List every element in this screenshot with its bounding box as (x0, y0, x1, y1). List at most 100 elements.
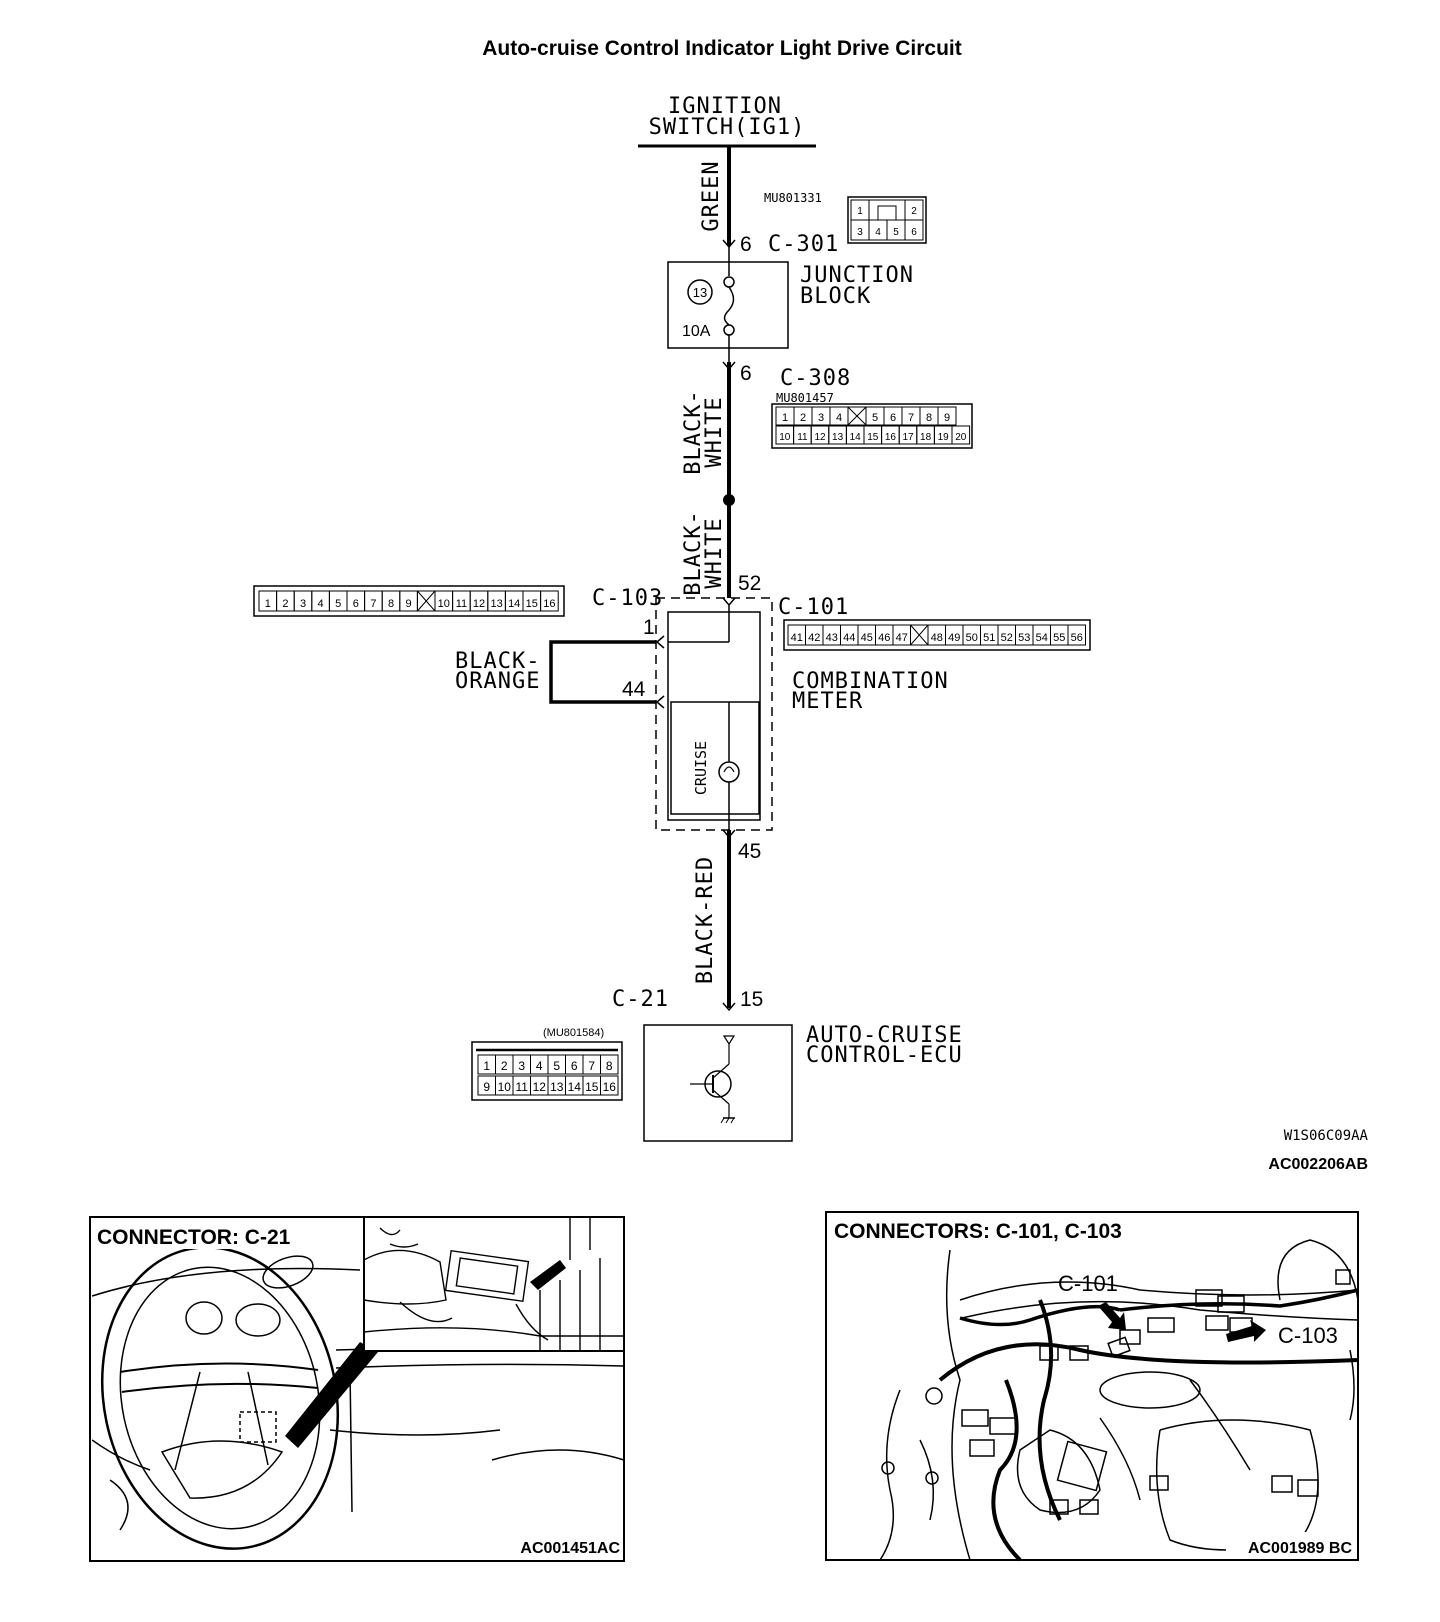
c21-cell-box (600, 1075, 619, 1096)
c103-pin-top: 1 (643, 616, 655, 639)
fuse-rating: 10A (682, 323, 711, 340)
c301-cell: 1 (857, 206, 863, 217)
meter-label-line1: COMBINATION (792, 669, 949, 694)
c101-pin-number: 45 (861, 632, 873, 644)
junction-label-line1: JUNCTION (800, 263, 914, 288)
panel-c101-c103-title: CONNECTORS: C-101, C-103 (834, 1220, 1122, 1243)
c21-label: C-21 (612, 987, 669, 1012)
c101-pin-number: 52 (1001, 632, 1013, 644)
ignition-label-line1: IGNITION (668, 94, 782, 119)
wire-black-orange (549, 640, 656, 704)
c103-pin-number: 9 (406, 598, 412, 610)
drawing-ref-code: W1S06C09AA (1284, 1128, 1369, 1144)
c308-label: C-308 (780, 366, 851, 391)
c21-pin-number: 2 (501, 1059, 508, 1073)
c101-pin-number: 41 (791, 632, 803, 644)
c308-pin-number: 6 (890, 412, 896, 424)
junction-block: 13 10A (667, 239, 789, 362)
c21-pin-number: 12 (533, 1080, 547, 1094)
c308-pin-number: 10 (779, 432, 791, 443)
c301-pin: 6 (740, 233, 752, 256)
connector-c21-locator-panel: CONNECTOR: C-21 AC001451AC (89, 1216, 625, 1562)
c308-pin-number: 8 (926, 412, 932, 424)
c308-pin: 6 (740, 362, 752, 385)
c308-part-number: MU801457 (776, 391, 834, 405)
c101-pin-number: 42 (808, 632, 820, 644)
c21-pin: 15 (740, 988, 763, 1011)
c103-pin-number: 12 (473, 598, 485, 610)
panel-c21-code: AC001451AC (520, 1540, 620, 1557)
c21-cell-box (600, 1054, 619, 1075)
c21-pin-number: 9 (483, 1080, 490, 1094)
c21-pin-number: 4 (536, 1059, 543, 1073)
c308-pin-number: 3 (818, 412, 824, 424)
wire-label-black-red: BLACK-RED (693, 856, 718, 984)
c21-pin-number: 1 (483, 1059, 490, 1073)
junction-label-line2: BLOCK (800, 284, 871, 309)
c308-pin-number: 9 (944, 412, 950, 424)
c308-pin-number: 11 (797, 432, 808, 443)
c21-part-number: (MU801584) (543, 1027, 604, 1039)
panel-c101-c103-code: AC001989 BC (1248, 1540, 1353, 1557)
ecu-label-line1: AUTO-CRUISE (806, 1023, 963, 1048)
c101-pin-number: 50 (966, 632, 978, 644)
c308-pin-number: 7 (908, 412, 914, 424)
c101-pin-number: 56 (1071, 632, 1083, 644)
blank-cavity-mark (910, 624, 929, 646)
c103-pin-number: 2 (282, 598, 288, 610)
c308-pin-number: 13 (832, 432, 844, 443)
wire-label-black-white-1a: BLACK- (681, 389, 706, 474)
c21-pin-number: 13 (550, 1080, 564, 1094)
c103-pin-number: 8 (388, 598, 394, 610)
auto-cruise-ecu (643, 1024, 793, 1142)
c103-pin-number: 7 (370, 598, 376, 610)
c101-pin-number: 48 (931, 632, 943, 644)
c308-pin-number: 14 (850, 432, 862, 443)
c103-cell-box (540, 590, 559, 612)
c101-pin-number: 43 (826, 632, 838, 644)
c101-cell-box (1067, 624, 1086, 646)
panel-c21-title: CONNECTOR: C-21 (97, 1226, 291, 1249)
c101-pin-number: 54 (1036, 632, 1048, 644)
c103-pin-number: 13 (490, 598, 502, 610)
c301-label: C-301 (768, 232, 839, 257)
c103-housing (253, 585, 565, 617)
c308-housing (771, 403, 973, 449)
wire-label-black-white-1b: WHITE (702, 396, 727, 467)
c308-pin-number: 17 (902, 432, 914, 443)
c103-pin-number: 16 (543, 598, 555, 610)
c301-cell: 6 (911, 227, 917, 238)
blank-cavity-mark (847, 406, 867, 426)
c101-pin-top: 52 (738, 572, 761, 595)
c21-pin-number: 16 (603, 1080, 617, 1094)
c103-pin-number: 6 (353, 598, 359, 610)
c103-pin-number: 4 (318, 598, 324, 610)
c308-pin-number: 2 (800, 412, 806, 424)
c308-pin-number: 18 (920, 432, 932, 443)
wire-label-black-white-2b: WHITE (702, 517, 727, 588)
fuse-number: 13 (693, 285, 707, 300)
ignition-label-line2: SWITCH(IG1) (649, 115, 806, 140)
c21-pin-number: 6 (571, 1059, 578, 1073)
c101-pin-number: 53 (1018, 632, 1030, 644)
c308-pin-number: 4 (836, 412, 842, 424)
c308-pin-number: 19 (938, 432, 950, 443)
c308-pin-number: 1 (782, 412, 788, 424)
c301-cell: 4 (875, 227, 881, 238)
c308-pin-number: 16 (885, 432, 897, 443)
wire-label-black-orange-b: ORANGE (455, 669, 540, 694)
c21-pin-number: 15 (585, 1080, 599, 1094)
callout-c103: C-103 (1278, 1323, 1338, 1348)
c308-pin-number: 5 (872, 412, 878, 424)
c101-pin-number: 51 (983, 632, 995, 644)
c21-pin-number: 14 (568, 1080, 582, 1094)
connectors-c101-c103-locator-panel: CONNECTORS: C-101, C-103 C-101 C-103 AC0… (825, 1211, 1359, 1562)
c301-cell: 2 (911, 206, 917, 217)
c103-pin-number: 15 (526, 598, 538, 610)
c103-pin-number: 10 (438, 598, 450, 610)
figure-code-main: AC002206AB (1268, 1156, 1368, 1173)
